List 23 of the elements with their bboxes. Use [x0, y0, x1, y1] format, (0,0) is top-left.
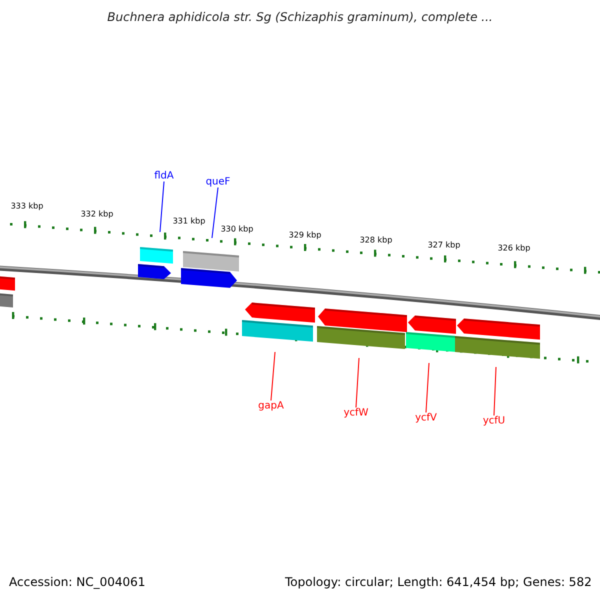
scale-label: 328 kbp — [360, 236, 392, 244]
scale-label: 333 kbp — [10, 202, 44, 210]
leader-line — [426, 362, 430, 413]
scale-label: 332 kbp — [80, 210, 114, 218]
footer-text: Accession: NC_004061 — [9, 575, 146, 589]
gene-label: gapA — [258, 400, 284, 412]
scale-label: 330 kbp — [220, 224, 254, 234]
scale-label: 327 kbp — [428, 240, 460, 250]
gene-label: ycfW — [344, 408, 368, 418]
leader-line — [356, 358, 360, 408]
gene-label: ycfU — [482, 416, 506, 426]
leader-line — [270, 352, 276, 401]
scale-label: 326 kbp — [498, 244, 530, 252]
gene-label: ycfV — [415, 412, 437, 424]
footer-text: Topology: circular; Length: 641,454 bp; Genes: 582 — [285, 575, 592, 589]
leader-line — [160, 181, 164, 232]
title: Buchnera aphidicola str. Sg (Schizaphis graminum), complete ... — [106, 10, 494, 24]
scale-label: 331 kbp — [172, 216, 206, 226]
leader-line — [494, 366, 496, 416]
scale-label: 329 kbp — [288, 230, 322, 240]
leader-line — [212, 187, 218, 238]
gene-label: queF — [206, 176, 230, 188]
gene-label: fldA — [154, 170, 174, 182]
